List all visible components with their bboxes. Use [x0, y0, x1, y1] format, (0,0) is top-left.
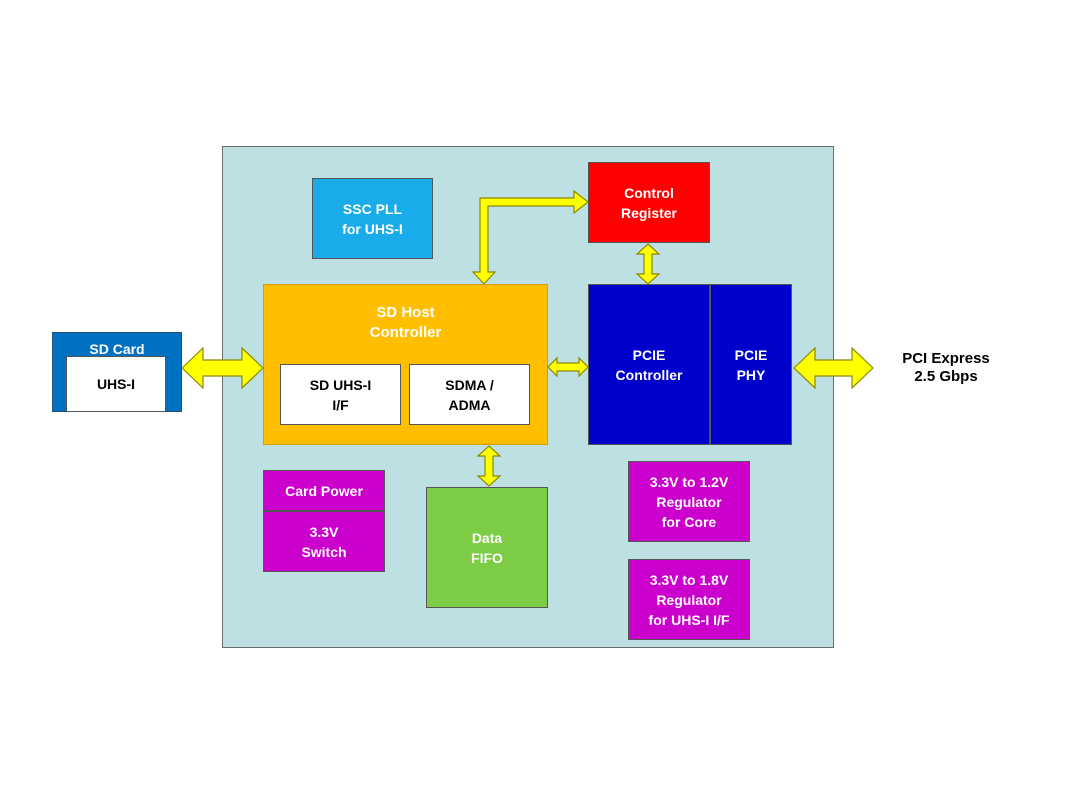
arrow-ctrlreg-pcie	[635, 243, 661, 285]
arrow-host-pcie	[547, 356, 589, 378]
regulator-core-block: 3.3V to 1.2V Regulator for Core	[628, 461, 750, 542]
ssc-pll-block: SSC PLL for UHS-I	[312, 178, 433, 259]
switch-33v-block: 3.3V Switch	[263, 511, 385, 572]
arrow-host-ctrlreg	[471, 189, 589, 285]
regulator-uhs-block: 3.3V to 1.8V Regulator for UHS-I I/F	[628, 559, 750, 640]
pci-express-label: PCI Express 2.5 Gbps	[902, 350, 990, 385]
control-register-block: Control Register	[588, 162, 710, 243]
arrow-phy-external	[793, 346, 874, 390]
pcie-controller-block: PCIE Controller	[588, 284, 710, 445]
arrow-sdcard-host	[181, 346, 264, 390]
sdma-adma-block: SDMA / ADMA	[409, 364, 530, 425]
uhs-i-block: UHS-I	[66, 356, 166, 412]
data-fifo-block: Data FIFO	[426, 487, 548, 608]
pcie-phy-block: PCIE PHY	[710, 284, 792, 445]
arrow-host-fifo	[476, 445, 502, 487]
sd-uhs-if-block: SD UHS-I I/F	[280, 364, 401, 425]
card-power-block: Card Power	[263, 470, 385, 511]
